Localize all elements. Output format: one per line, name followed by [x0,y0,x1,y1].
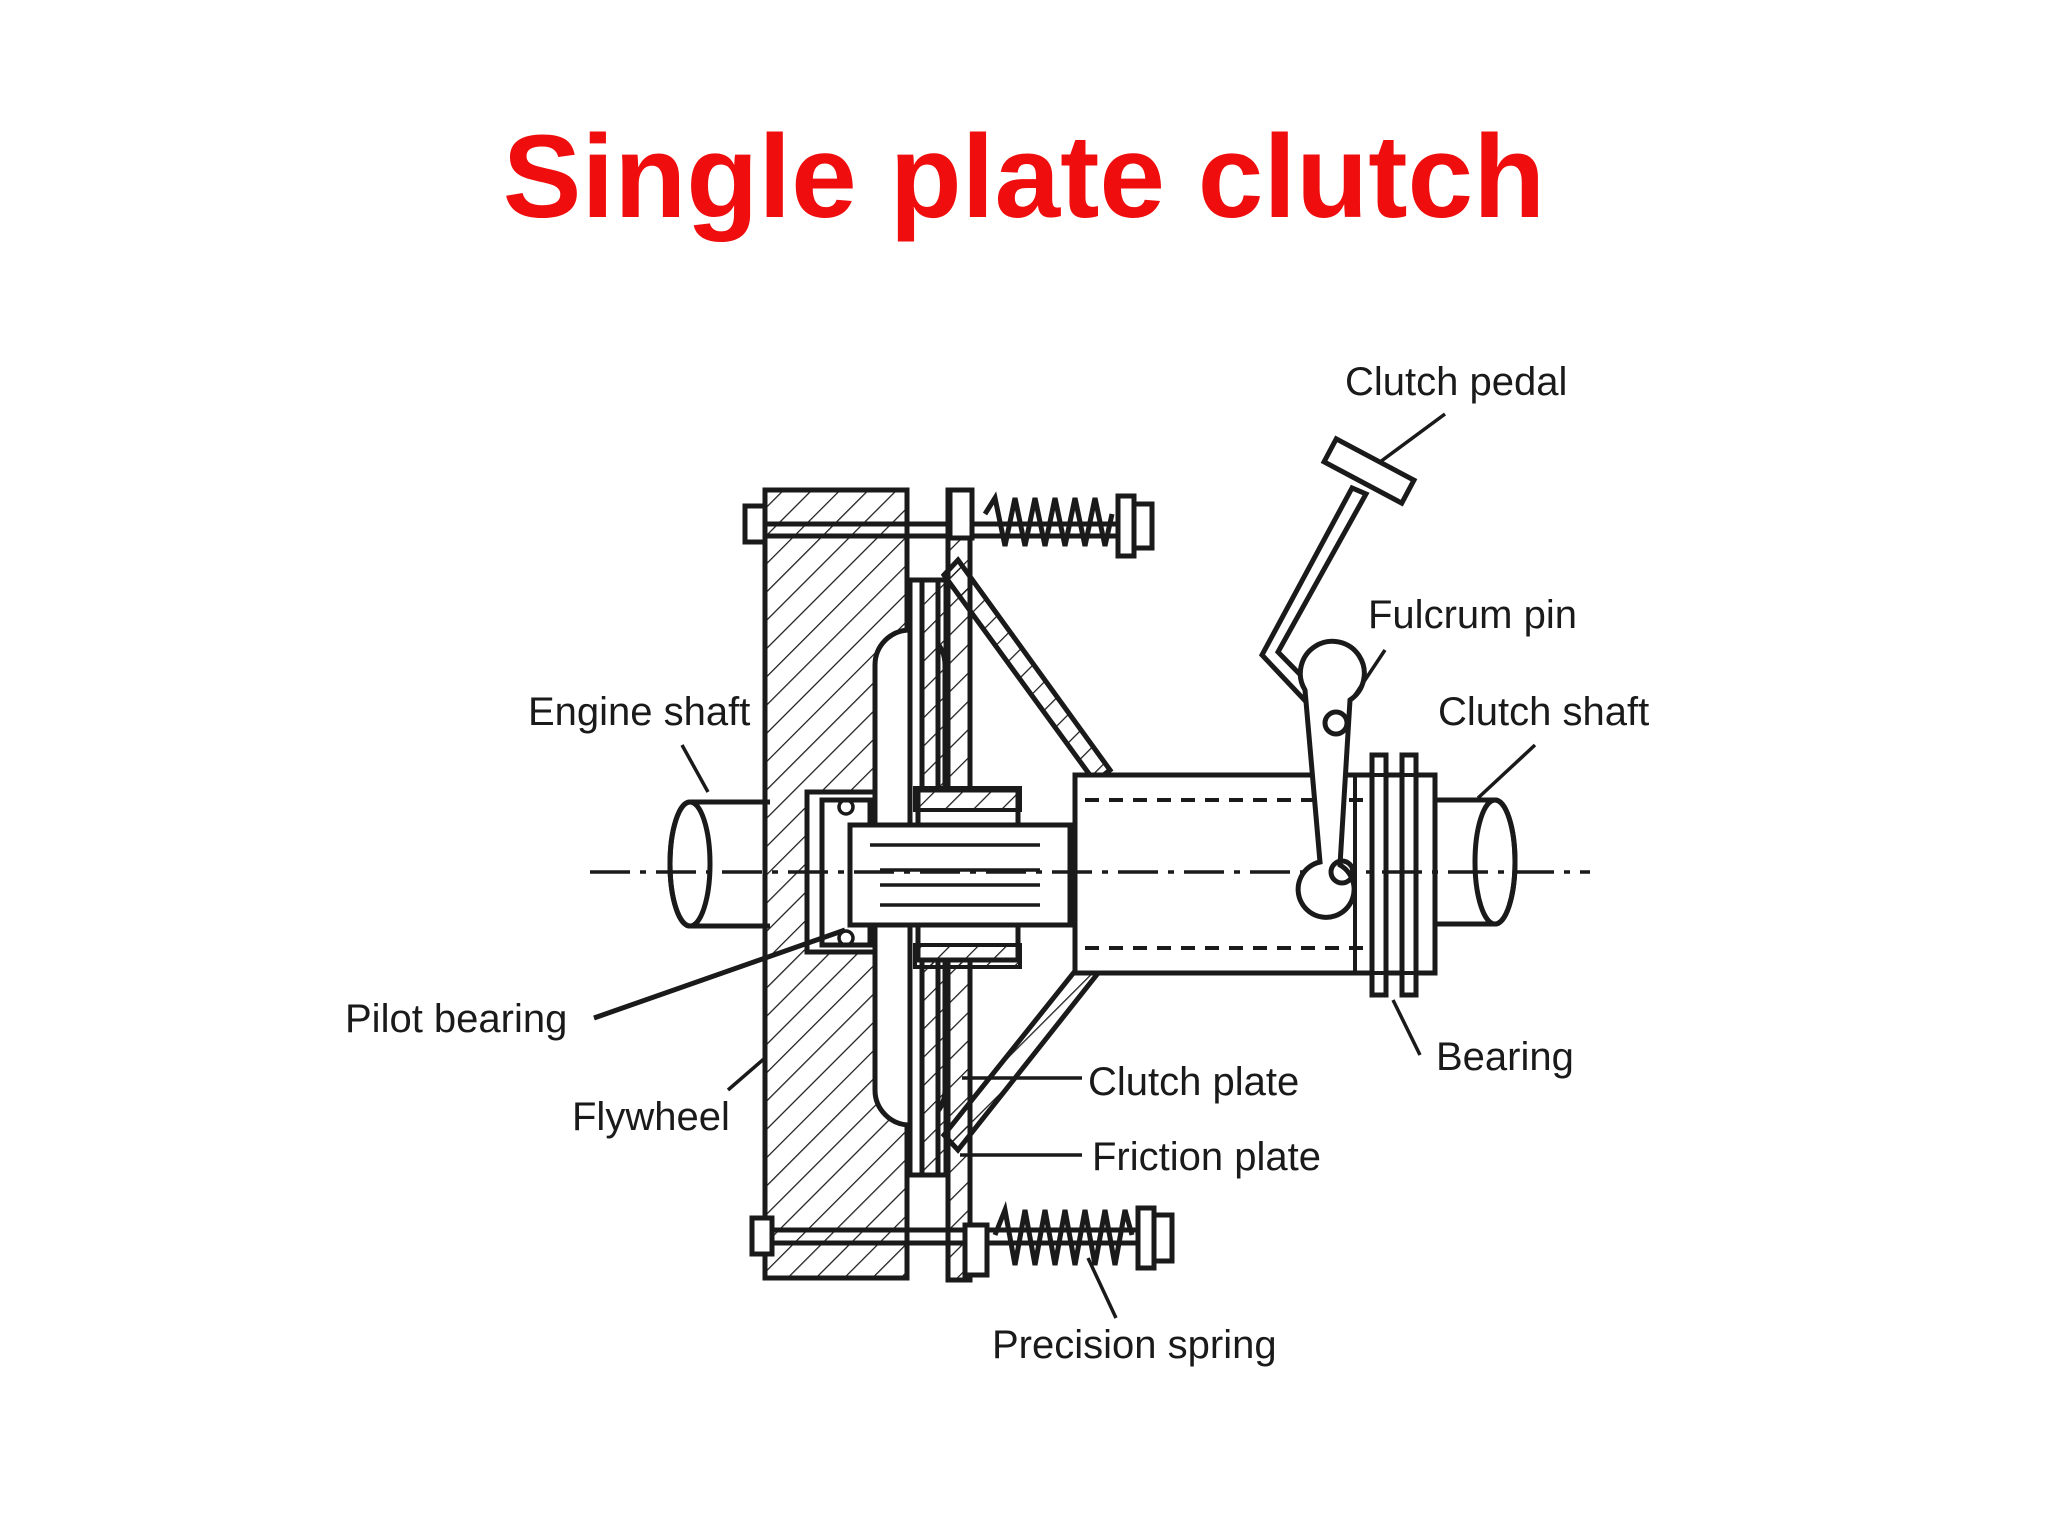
engine-shaft [667,799,770,929]
label-clutch-shaft: Clutch shaft [1438,690,1649,734]
clutch-hub [847,786,1073,969]
label-precision-spring: Precision spring [992,1323,1277,1367]
label-bearing: Bearing [1436,1035,1574,1079]
leader-lines [593,412,1537,1319]
clutch-shaft [1072,772,1518,976]
label-friction-plate: Friction plate [1092,1135,1321,1179]
label-fulcrum-pin: Fulcrum pin [1368,593,1577,637]
precision-spring-top [742,487,1155,559]
clutch-pedal [1258,435,1418,920]
bearing [1353,752,1437,998]
label-engine-shaft: Engine shaft [528,690,750,734]
label-pilot-bearing: Pilot bearing [345,997,567,1041]
label-clutch-plate: Clutch plate [1088,1060,1299,1104]
precision-spring-bottom [749,1201,1175,1278]
page-title: Single plate clutch [502,111,1546,243]
label-flywheel: Flywheel [572,1095,730,1139]
label-clutch-pedal: Clutch pedal [1345,360,1567,404]
